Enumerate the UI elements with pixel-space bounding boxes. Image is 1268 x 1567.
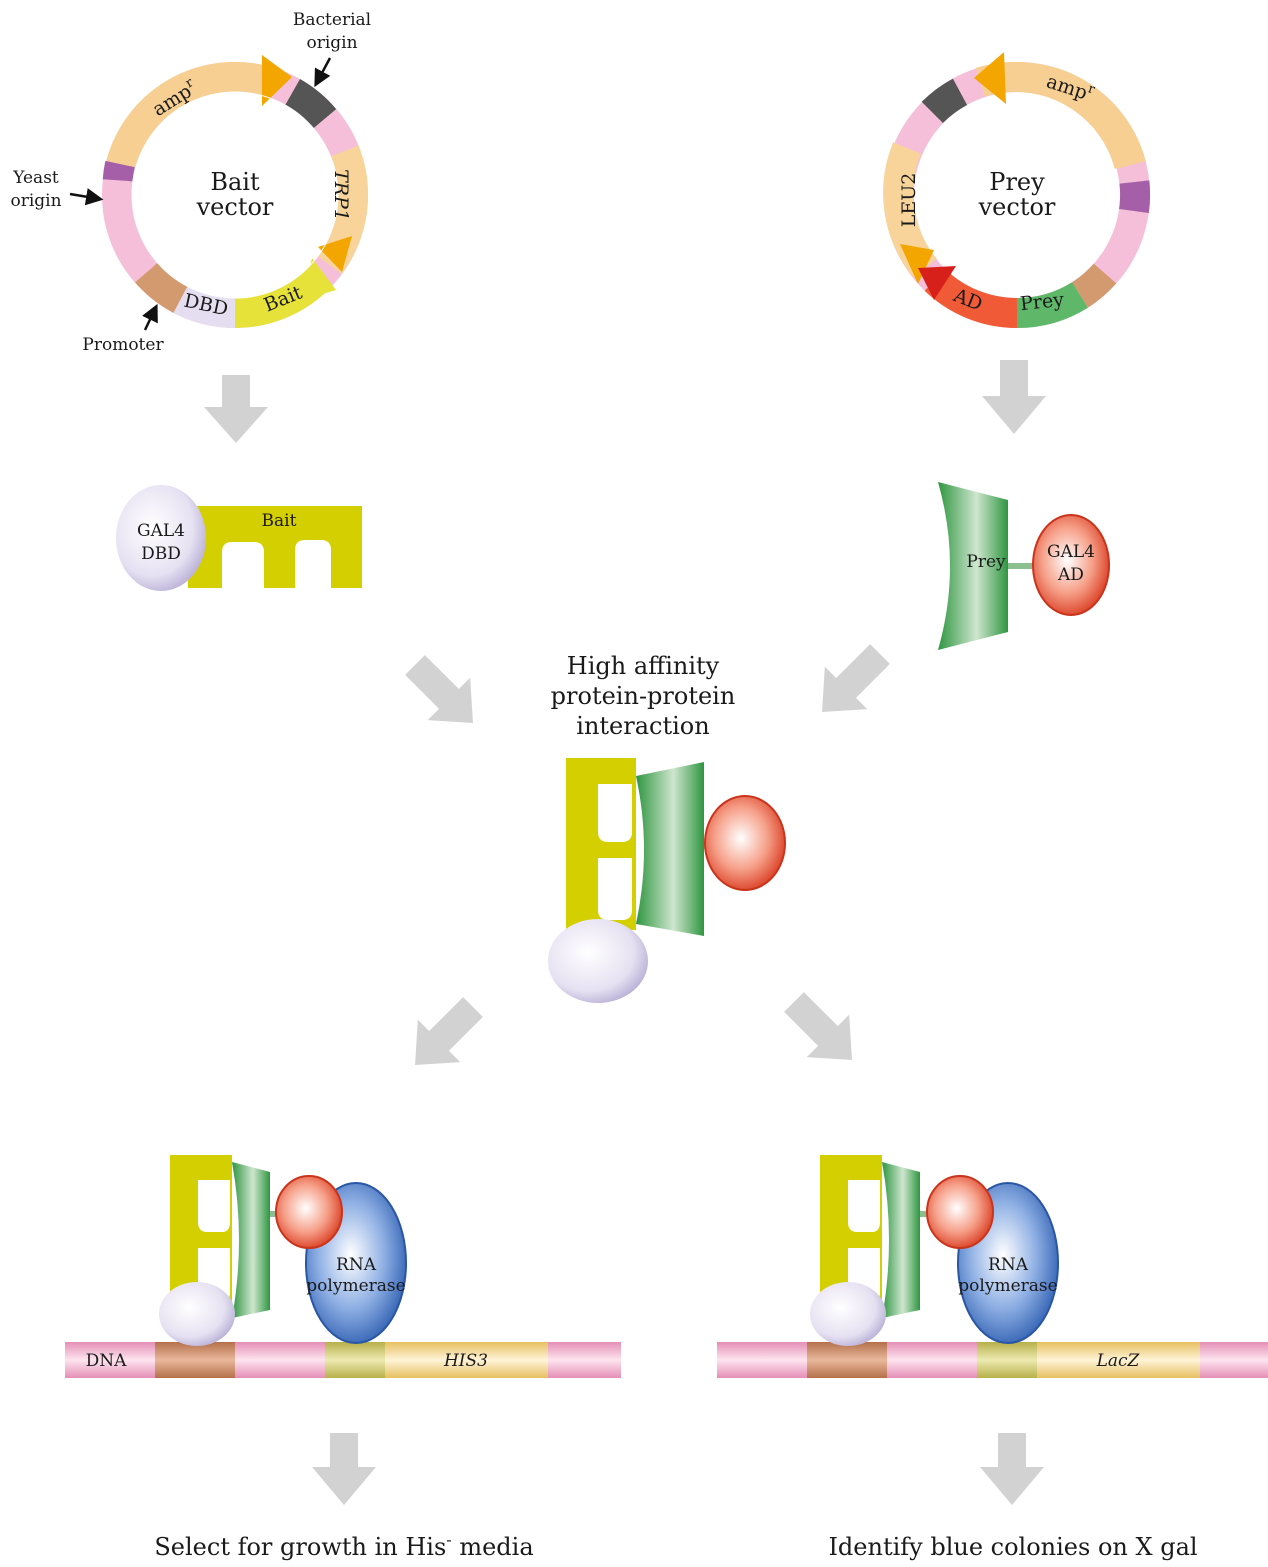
bacterial-origin-segment	[284, 79, 337, 129]
bait-vector-title-line1: Bait	[210, 168, 260, 196]
gal4-dbd-line1: GAL4	[137, 521, 185, 541]
right-rna-line2: polymerase	[958, 1276, 1057, 1296]
promoter-arrow-icon	[142, 303, 158, 331]
prey-segment-label: Prey	[1019, 289, 1065, 315]
complex-dbd-domain	[548, 919, 648, 1003]
complex-prey-shape	[636, 762, 704, 936]
trp1-label: TRP1	[330, 169, 352, 221]
trp1-arrowhead-icon	[318, 236, 352, 272]
prey-ampr-arrowhead-icon	[974, 52, 1006, 104]
yeast-origin-arrow-icon	[69, 188, 104, 206]
arrow-diag-to-interaction-left-icon	[405, 655, 473, 723]
gal4-dbd-domain	[116, 485, 206, 591]
right-ad-domain	[926, 1175, 994, 1249]
prey-fusion-protein: Prey GAL4 AD	[938, 482, 1110, 650]
left-rna-line2: polymerase	[306, 1276, 405, 1296]
left-complex-bait	[170, 1155, 232, 1320]
right-rna-line1: RNA	[988, 1255, 1029, 1275]
interaction-title-line2: protein-protein	[551, 682, 736, 710]
tata-segment-right	[977, 1342, 1037, 1378]
blue-colonies-caption: Identify blue colonies on X gal	[828, 1533, 1197, 1561]
yeast-origin-segment	[102, 160, 135, 182]
lacz-reporter-panel: LacZ RNA polymerase	[717, 1155, 1268, 1378]
dbd-segment	[173, 286, 236, 328]
leu2-arrowhead-icon	[900, 244, 934, 284]
tata-segment-left	[325, 1342, 385, 1378]
promoter-callout: Promoter	[82, 335, 164, 355]
arrow-diag-to-his3-icon	[415, 997, 483, 1065]
his-selection-caption: Select for growth in His- media	[154, 1530, 533, 1561]
prey-protein-label: Prey	[966, 552, 1006, 572]
prey-yeast-origin-segment	[1119, 180, 1151, 214]
arrow-down-right-1-icon	[982, 360, 1046, 434]
prey-segment	[1016, 282, 1088, 329]
his3-gene-label: HIS3	[443, 1351, 488, 1371]
arrow-diag-to-lacz-icon	[784, 992, 852, 1060]
arrow-down-right-2-icon	[980, 1433, 1044, 1505]
left-ad-domain	[275, 1175, 343, 1249]
flow-arrows	[204, 360, 1046, 1505]
arrow-down-left-1-icon	[204, 375, 268, 443]
prey-promoter-segment	[1071, 263, 1117, 308]
bait-arrowhead-icon	[302, 258, 336, 300]
bait-vector-title-line2: vector	[196, 193, 274, 221]
leu2-label: LEU2	[898, 173, 920, 228]
interaction-complex	[548, 758, 786, 1003]
bacterial-origin-callout-line1: Bacterial	[293, 10, 371, 30]
complex-ad-domain	[704, 795, 786, 891]
promoter-segment	[135, 262, 188, 313]
prey-vector-plasmid: Prey vector ampr LEU2 AD Prey	[883, 52, 1151, 329]
bacterial-origin-arrow-icon	[314, 57, 332, 88]
prey-bacterial-origin-segment	[921, 78, 968, 124]
gal4-ad-domain	[1032, 514, 1110, 616]
gal4-ad-line2: AD	[1057, 565, 1084, 585]
ampr-segment	[106, 61, 269, 169]
ad-arrowhead-icon	[918, 266, 956, 300]
arrow-down-left-2-icon	[312, 1433, 376, 1505]
gal4-ad-line1: GAL4	[1047, 542, 1095, 562]
lacz-gene-label: LacZ	[1096, 1351, 1141, 1371]
prey-vector-title-line2: vector	[978, 193, 1056, 221]
prey-vector-title-line1: Prey	[989, 168, 1045, 196]
lacz-gene-segment	[1037, 1342, 1200, 1378]
his3-gene-segment	[385, 1342, 548, 1378]
yeast-origin-callout-line2: origin	[10, 191, 61, 211]
uas-segment-left	[155, 1342, 235, 1378]
ampr-arrowhead-icon	[262, 55, 292, 106]
yeast-origin-callout-line1: Yeast	[12, 168, 59, 188]
left-complex-prey	[232, 1162, 270, 1318]
left-dbd-domain	[159, 1282, 235, 1346]
prey-protein-shape	[938, 482, 1008, 650]
interaction-title-line3: interaction	[576, 712, 709, 740]
right-complex-bait	[820, 1155, 882, 1320]
bait-protein-shape	[188, 506, 362, 588]
gal4-dbd-line2: DBD	[141, 544, 181, 564]
bait-fusion-protein: Bait GAL4 DBD	[116, 485, 362, 591]
arrow-diag-to-interaction-right-icon	[822, 644, 890, 712]
dna-label: DNA	[86, 1351, 128, 1371]
uas-segment-right	[807, 1342, 887, 1378]
right-complex-prey	[882, 1162, 920, 1318]
bait-vector-plasmid: Bait vector ampr TRP1 Bait DBD Bacterial…	[10, 10, 371, 355]
left-rna-line1: RNA	[336, 1255, 377, 1275]
his3-reporter-panel: DNA HIS3 RNA polymerase	[65, 1155, 621, 1378]
bacterial-origin-callout-line2: origin	[306, 33, 357, 53]
interaction-title-line1: High affinity	[567, 652, 720, 680]
bait-protein-label: Bait	[262, 511, 297, 531]
complex-bait-shape	[566, 758, 636, 930]
right-dbd-domain	[810, 1282, 886, 1346]
